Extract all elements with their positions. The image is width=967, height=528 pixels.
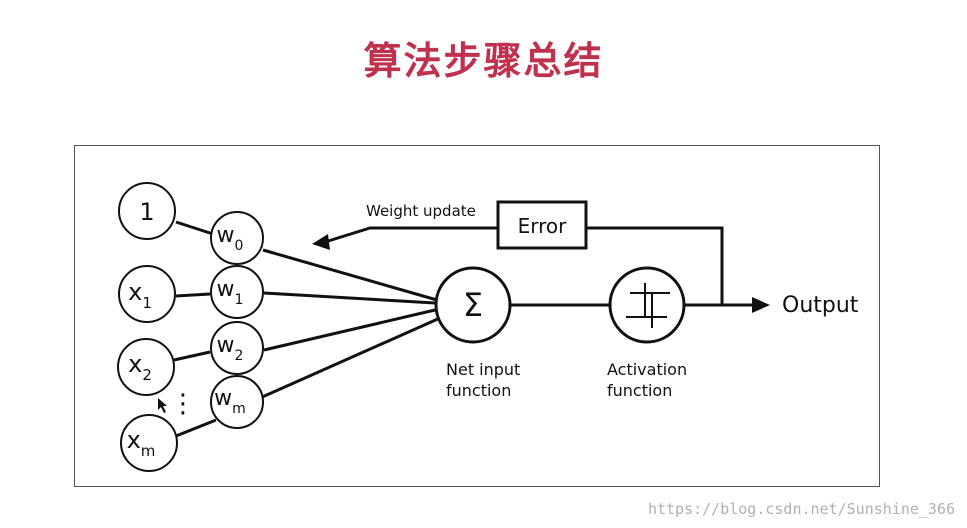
step-function-icon: [626, 283, 670, 328]
net-input-node: [434, 266, 512, 344]
xm-sub: m: [141, 442, 156, 460]
sigma-icon: Σ: [463, 286, 483, 324]
wm-sub: m: [232, 401, 246, 417]
wm-base: w: [214, 386, 232, 411]
edge-w2-sum: [263, 308, 436, 352]
weight-update-arrowhead: [312, 234, 330, 250]
svg-text:xm: xm: [127, 426, 156, 460]
w2-base: w: [217, 333, 235, 358]
weight-node-w0: [210, 211, 264, 265]
x2-base: x: [128, 350, 142, 378]
weight-node-w2: [210, 321, 264, 375]
x1-sub: 1: [142, 294, 152, 312]
edge-wm-sum: [259, 316, 441, 400]
edge-bias-w0: [175, 220, 214, 236]
net-input-label-1: Net input: [446, 360, 520, 379]
w0-sub: 0: [235, 238, 244, 254]
mouse-cursor-icon: [158, 398, 167, 413]
error-label: Error: [518, 214, 568, 238]
input-node-x1: [118, 265, 176, 323]
svg-text:w1: w1: [217, 277, 244, 308]
activation-node: [608, 266, 686, 344]
w0-base: w: [217, 223, 235, 248]
net-input-label-2: function: [446, 381, 511, 400]
activation-label-1: Activation: [607, 360, 687, 379]
x1-base: x: [128, 278, 142, 306]
edge-w1-sum: [263, 291, 436, 305]
edge-x2-w2: [173, 350, 211, 362]
weight-node-w1: [210, 265, 264, 319]
svg-text:wm: wm: [214, 386, 246, 417]
edge-w0-sum: [262, 248, 438, 302]
svg-text:x2: x2: [128, 350, 152, 384]
x2-sub: 2: [142, 366, 152, 384]
activation-label-2: function: [607, 381, 672, 400]
edge-xm-wm: [175, 418, 217, 438]
w1-sub: 1: [235, 292, 244, 308]
svg-text:w2: w2: [217, 333, 244, 364]
svg-text:x1: x1: [128, 278, 152, 312]
xm-base: x: [127, 426, 141, 454]
w2-sub: 2: [235, 348, 244, 364]
edge-x1-w1: [175, 292, 211, 298]
bias-label: 1: [139, 198, 154, 226]
edge-output-error: [586, 226, 724, 305]
svg-text:w0: w0: [217, 223, 244, 254]
output-label: Output: [782, 293, 859, 318]
output-arrowhead: [752, 297, 770, 313]
edge-error-weightupdate: [324, 226, 498, 244]
weight-node-wm: [210, 375, 264, 429]
weight-update-label: Weight update: [366, 202, 476, 220]
input-node-x2: [117, 338, 175, 396]
input-node-bias: [118, 182, 176, 240]
diagram-frame: [74, 145, 880, 487]
ellipsis: ⋮: [170, 389, 196, 419]
error-box: [496, 200, 588, 250]
watermark: https://blog.csdn.net/Sunshine_366: [647, 500, 955, 518]
page-title: 算法步骤总结: [363, 39, 604, 83]
w1-base: w: [217, 277, 235, 302]
input-node-xm: [120, 414, 178, 472]
